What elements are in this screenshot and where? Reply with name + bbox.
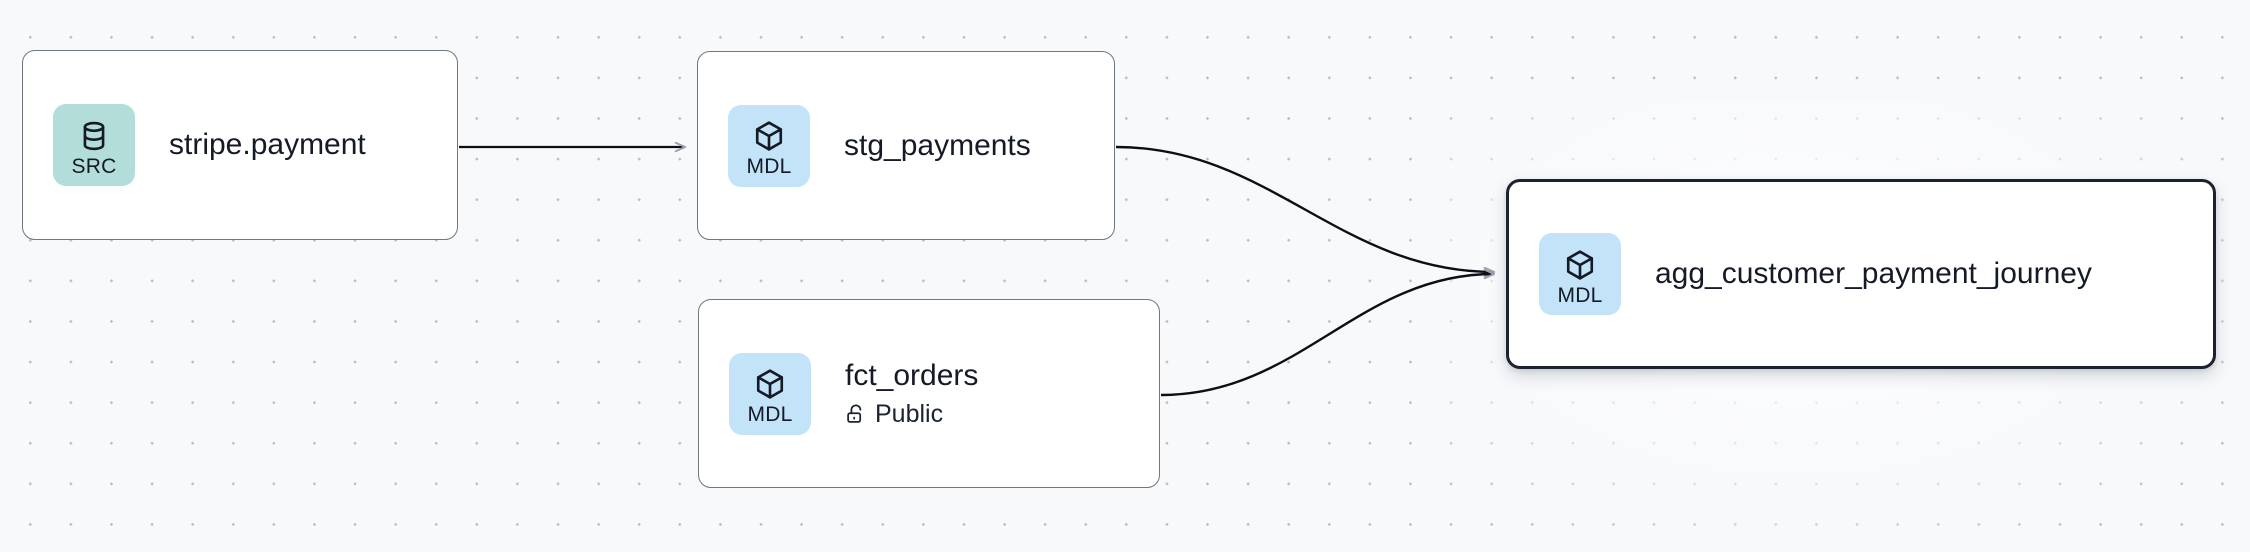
node-stripe-payment[interactable]: SRC stripe.payment <box>22 50 458 240</box>
node-kind-label: MDL <box>746 155 792 178</box>
cube-icon <box>752 119 786 153</box>
edge-stg-payments-to-agg-customer-payment-journey <box>1115 145 1496 278</box>
node-kind-badge: SRC <box>53 104 135 186</box>
node-title: stripe.payment <box>169 128 366 162</box>
node-kind-label: MDL <box>747 403 793 426</box>
node-agg-customer-payment-journey[interactable]: MDL agg_customer_payment_journey <box>1506 179 2216 369</box>
node-labels: fct_orders Public <box>845 358 978 428</box>
node-fct-orders[interactable]: MDL fct_orders Public <box>698 299 1160 488</box>
cube-icon <box>753 367 787 401</box>
node-labels: stripe.payment <box>169 127 366 162</box>
node-title: agg_customer_payment_journey <box>1655 257 2092 291</box>
node-kind-badge: MDL <box>729 352 811 435</box>
node-kind-badge: MDL <box>1539 233 1621 315</box>
node-title: fct_orders <box>845 359 979 393</box>
node-visibility: Public <box>845 400 978 429</box>
node-kind-badge: MDL <box>728 104 810 187</box>
node-title: stg_payments <box>844 128 1031 162</box>
node-labels: stg_payments <box>844 128 1031 163</box>
node-visibility-label: Public <box>875 399 944 428</box>
node-kind-label: MDL <box>1557 283 1603 307</box>
node-labels: agg_customer_payment_journey <box>1655 256 2092 291</box>
database-icon <box>77 119 111 153</box>
unlock-icon <box>845 403 867 425</box>
node-kind-label: SRC <box>71 154 117 178</box>
cube-icon <box>1563 248 1597 282</box>
edge-fct-orders-to-agg-customer-payment-journey <box>1160 268 1496 397</box>
node-stg-payments[interactable]: MDL stg_payments <box>697 51 1115 240</box>
